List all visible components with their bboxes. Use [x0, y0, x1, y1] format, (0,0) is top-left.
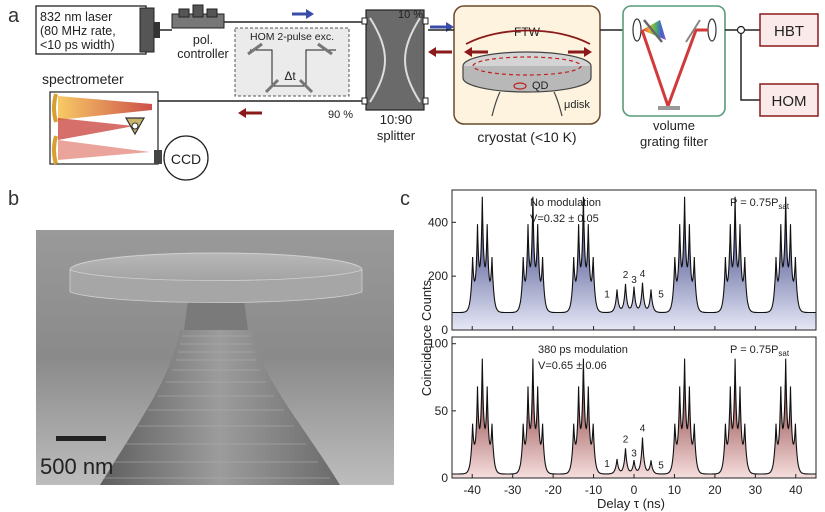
center-peak-label: 1 [604, 290, 610, 301]
laser-label-1: 832 nm laser [40, 10, 112, 24]
series-line-top [452, 196, 816, 314]
panel-a: a 832 nm laser (80 MHz rate, <10 ps widt… [8, 4, 819, 181]
series-area-top [452, 196, 816, 330]
filter-label-1: volume [653, 118, 695, 133]
udisk-label: μdisk [564, 99, 590, 111]
ftw-label: FTW [514, 25, 541, 39]
center-peak-label: 4 [640, 424, 646, 435]
pol-controller-label-2: controller [177, 47, 228, 61]
center-peak-label: 2 [623, 434, 629, 445]
plot-bot-title: 380 ps modulation [538, 344, 628, 356]
x-tick-label: 0 [631, 483, 638, 497]
center-peak-label: 4 [640, 269, 646, 280]
x-tick-label: 40 [789, 483, 803, 497]
x-tick-label: 30 [749, 483, 763, 497]
plot-top-visibility: V=0.32 ± 0.05 [530, 213, 599, 225]
panel-b: b 500 nm [8, 188, 394, 485]
splitter-icon: 10:90 splitter [361, 9, 429, 143]
cryostat-box: FTW QD μdisk [428, 5, 624, 125]
red-arrow-return-head [238, 108, 246, 118]
grating-filter-box: volume grating filter [622, 5, 726, 149]
series-line-bot [452, 358, 816, 475]
series-area-bot [452, 358, 816, 478]
laser-box: 832 nm laser (80 MHz rate, <10 ps width) [35, 5, 160, 55]
hbt-label: HBT [774, 23, 804, 40]
panel-b-letter: b [8, 188, 19, 210]
center-peak-label: 2 [623, 270, 629, 281]
x-tick-label: 10 [668, 483, 682, 497]
ccd-icon: CCD [163, 135, 209, 181]
microdisk-side [462, 66, 592, 93]
x-axis-ticks: -40 -30 -20 -10 0 10 20 30 40 [464, 483, 803, 497]
scale-bar-label: 500 nm [40, 454, 113, 479]
plot-top-power: P = 0.75Psat [730, 197, 790, 211]
sem-micropillar [69, 252, 363, 485]
blue-arrow-1-head [306, 9, 314, 19]
hom-label: HOM [772, 93, 807, 110]
whispering-mode [472, 56, 582, 76]
pol-controller-icon: pol. controller [171, 4, 229, 61]
y-tick-label: 50 [435, 404, 449, 418]
filter-label-2: grating filter [640, 134, 709, 149]
center-peak-label: 3 [631, 449, 637, 460]
hom-exc-box: HOM 2-pulse exc. Δt [234, 27, 350, 97]
spectrometer-box: spectrometer [42, 71, 162, 165]
qd-label: QD [532, 80, 549, 92]
fiber-junction-icon [736, 25, 746, 35]
spectrometer-label: spectrometer [42, 71, 124, 87]
cryostat-label: cryostat (<10 K) [477, 129, 576, 145]
hom-exc-label: HOM 2-pulse exc. [250, 31, 334, 43]
panel-a-letter: a [8, 5, 20, 27]
laser-label-3: <10 ps width) [40, 38, 115, 52]
center-peak-label: 5 [658, 461, 664, 472]
plot-no-modulation: No modulation V=0.32 ± 0.05 P = 0.75Psat… [428, 189, 817, 337]
plot-380ps-modulation: 380 ps modulation V=0.65 ± 0.06 P = 0.75… [428, 336, 817, 485]
x-tick-label: -20 [544, 483, 562, 497]
x-tick-label: 20 [708, 483, 722, 497]
x-tick-label: -10 [585, 483, 603, 497]
plot-bot-power: P = 0.75Psat [730, 344, 790, 358]
ccd-label: CCD [171, 151, 201, 167]
panel-c-letter: c [400, 188, 410, 210]
plot-top-title: No modulation [530, 197, 601, 209]
laser-label-2: (80 MHz rate, [40, 24, 116, 38]
y-tick-label: 400 [428, 215, 448, 229]
qd-icon [513, 82, 527, 90]
center-peak-label: 1 [604, 459, 610, 470]
delta-t-label: Δt [284, 69, 296, 83]
x-axis-label: Delay τ (ns) [597, 496, 665, 511]
y-axis-label: Coincidence Counts [419, 279, 434, 396]
center-peak-label: 5 [658, 290, 664, 301]
x-tick-label: -40 [464, 483, 482, 497]
pol-controller-label-1: pol. [193, 33, 213, 47]
ratio-10-label: 10 % [398, 9, 423, 21]
ratio-90-label: 90 % [328, 109, 353, 121]
hbt-box: HBT [759, 13, 819, 47]
y-tick-label: 0 [441, 323, 448, 337]
splitter-label-2: splitter [377, 128, 416, 143]
splitter-label-1: 10:90 [380, 112, 413, 127]
ftw-curve [465, 29, 591, 45]
y-tick-label: 0 [441, 471, 448, 485]
y-tick-label: 100 [428, 337, 448, 351]
y-tick-label: 200 [428, 269, 448, 283]
center-peak-label: 3 [631, 275, 637, 286]
panel-c: c Coincidence Counts Delay τ (ns) No mod… [400, 188, 817, 511]
plot-bot-visibility: V=0.65 ± 0.06 [538, 360, 607, 372]
x-tick-label: -30 [504, 483, 522, 497]
hom-box: HOM [759, 83, 819, 117]
scale-bar [56, 436, 106, 441]
